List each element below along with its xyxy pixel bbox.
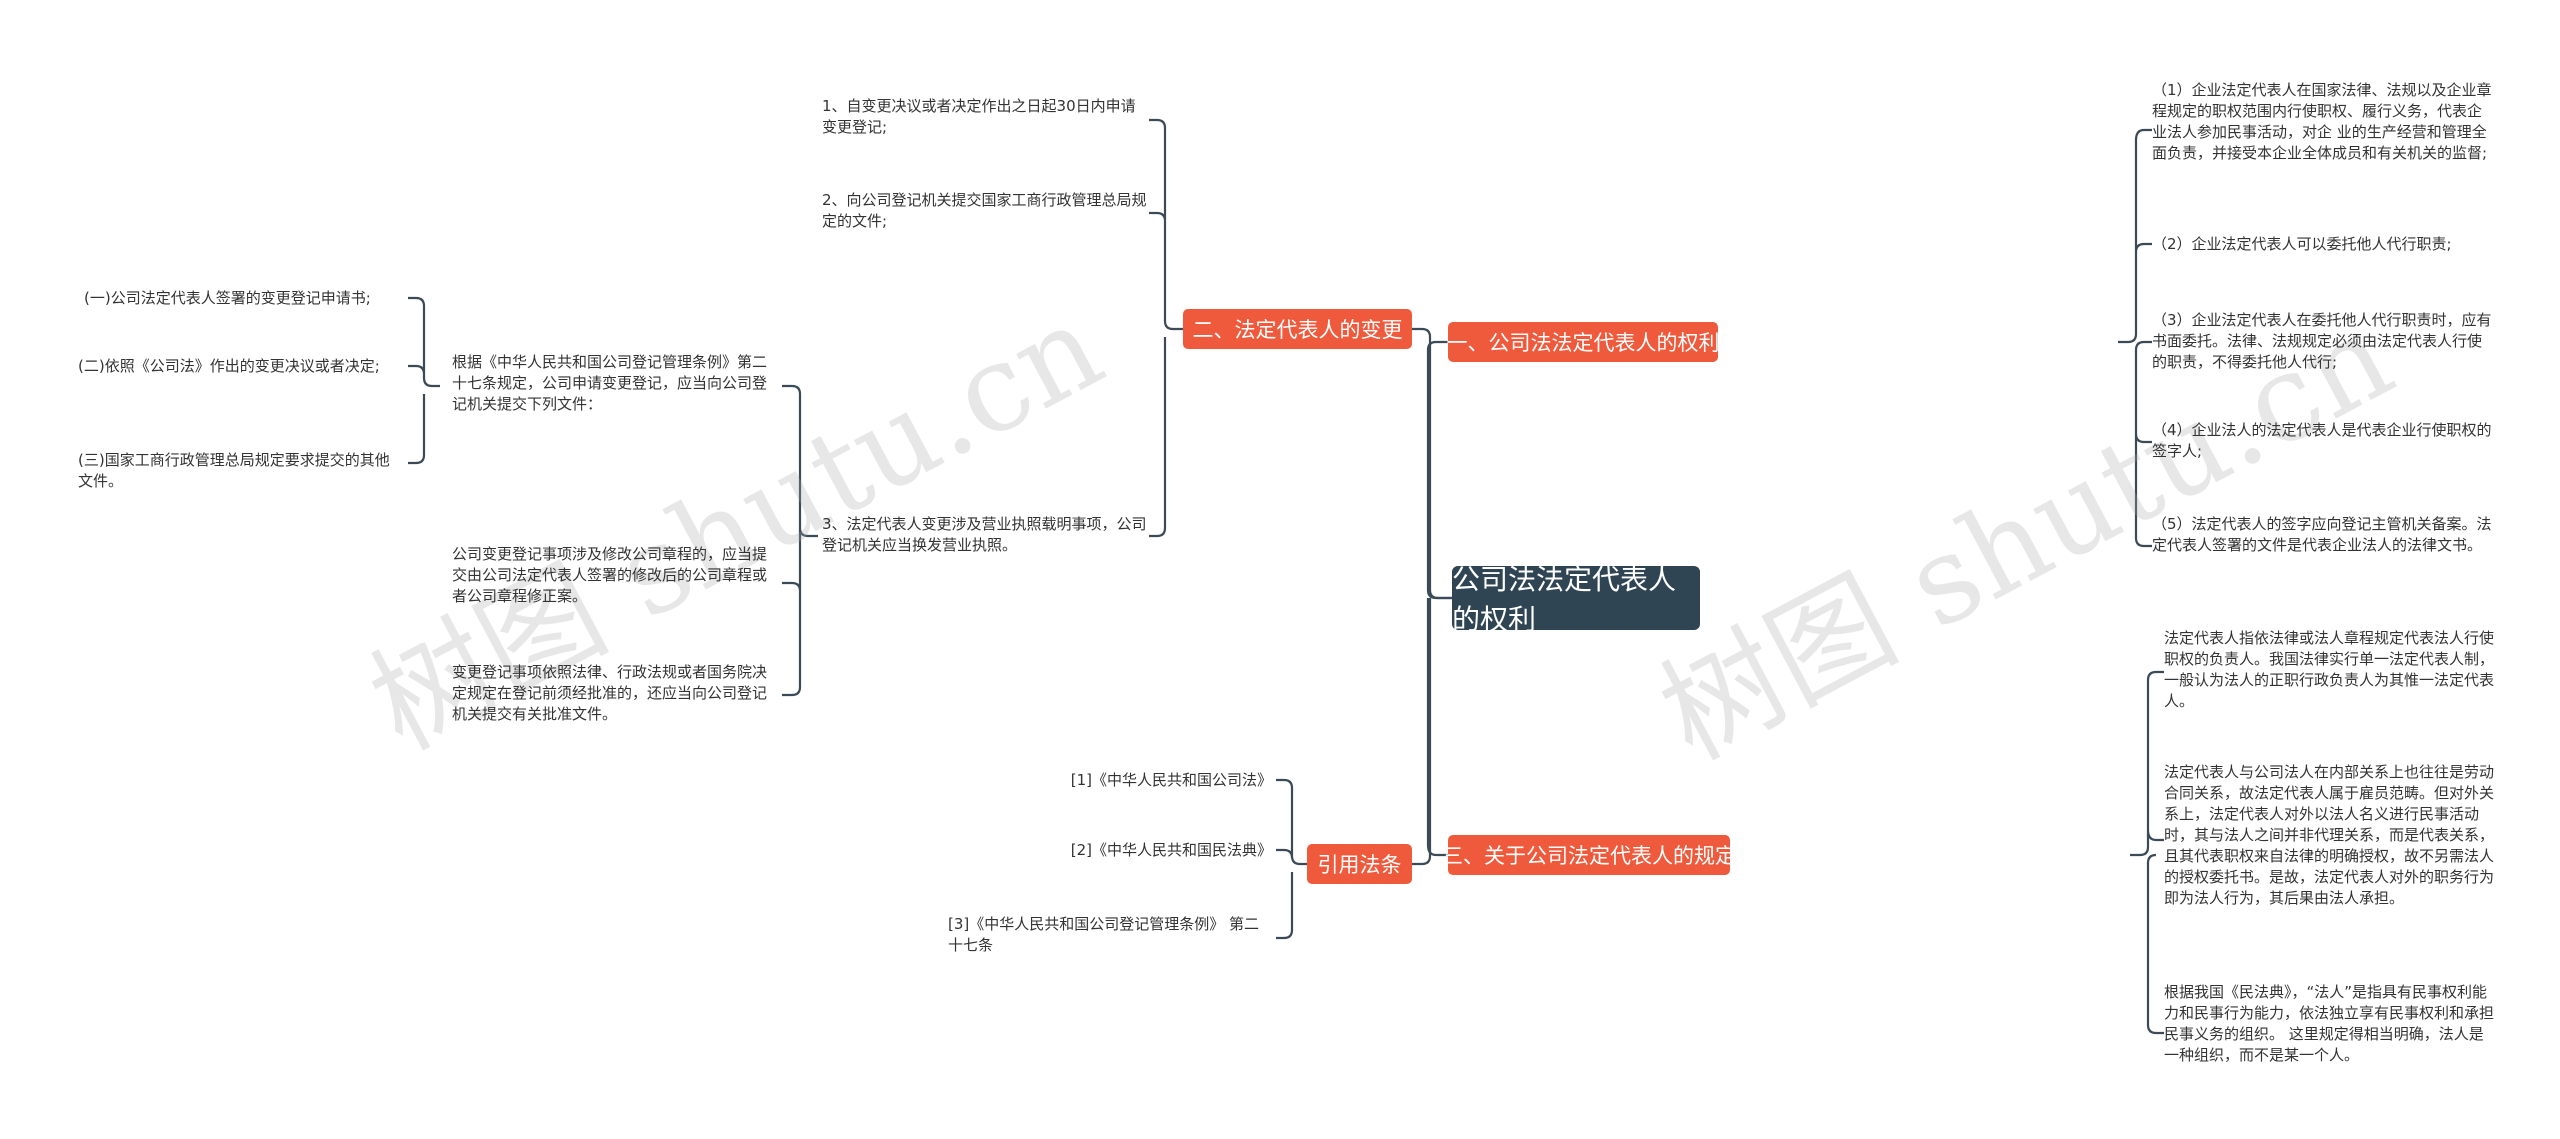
change-doc-3: (三)国家工商行政管理总局规定要求提交的其他文件。 — [78, 451, 390, 490]
branch-rules[interactable]: 三、关于公司法定代表人的规定 — [1442, 835, 1736, 875]
rules-item-1: 法定代表人指依法律或法人章程规定代表法人行使职权的负责人。我国法律实行单一法定代… — [2164, 629, 2495, 710]
branch-change[interactable]: 二、法定代表人的变更 — [1183, 309, 1412, 349]
change-doc-2: (二)依照《公司法》作出的变更决议或者决定; — [78, 357, 380, 375]
change-sub-b: 公司变更登记事项涉及修改公司章程的，应当提交由公司法定代表人签署的修改后的公司章… — [452, 545, 768, 605]
rights-item-4: （4）企业法人的法定代表人是代表企业行使职权的签字人; — [2152, 421, 2492, 460]
change-item-1: 1、自变更决议或者决定作出之日起30日内申请变更登记; — [822, 97, 1136, 136]
rights-item-1: （1）企业法定代表人在国家法律、法规以及企业章程规定的职权范围内行使职权、履行义… — [2152, 81, 2492, 162]
edge-rules-bracket — [2130, 670, 2164, 1035]
change-item-3: 3、法定代表人变更涉及营业执照载明事项，公司登记机关应当换发营业执照。 — [822, 515, 1147, 554]
ref-item-1: [1]《中华人民共和国公司法》 — [1070, 771, 1272, 789]
edge-doc-bracket — [408, 296, 440, 465]
edge-root-refs — [1412, 598, 1432, 866]
rights-item-2: （2）企业法定代表人可以委托他人代行职责; — [2152, 235, 2452, 253]
ref-item-3: [3]《中华人民共和国公司登记管理条例》 第二十七条 — [948, 915, 1260, 954]
edge-refs-bracket — [1276, 778, 1307, 940]
change-sub-c: 变更登记事项依照法律、行政法规或者国务院决定规定在登记前须经批准的，还应当向公司… — [452, 663, 768, 723]
rights-item-3: （3）企业法定代表人在委托他人代行职责时，应有书面委托。法律、法规规定必须由法定… — [2152, 311, 2492, 371]
branch-refs[interactable]: 引用法条 — [1307, 844, 1412, 884]
edge-rights-bracket — [2118, 128, 2152, 548]
change-doc-1: (一)公司法定代表人签署的变更登记申请书; — [84, 289, 371, 307]
rights-item-5: （5）法定代表人的签字应向登记主管机关备案。法定代表人签署的文件是代表企业法人的… — [2152, 515, 2492, 554]
edge-root-rights — [1426, 340, 1452, 600]
branch-rights[interactable]: 一、公司法法定代表人的权利 — [1447, 322, 1720, 362]
ref-item-2: [2]《中华人民共和国民法典》 — [1070, 841, 1272, 859]
edge-root-change — [1412, 327, 1452, 600]
change-item-2: 2、向公司登记机关提交国家工商行政管理总局规定的文件; — [822, 191, 1147, 230]
change-sub-a: 根据《中华人民共和国公司登记管理条例》第二十七条规定，公司申请变更登记，应当向公… — [452, 353, 768, 413]
rules-item-3: 根据我国《民法典》，“法人”是指具有民事权利能力和民事行为能力，依法独立享有民事… — [2164, 983, 2495, 1064]
edge-change-bracket — [1149, 118, 1183, 538]
root-topic[interactable]: 公司法法定代表人的权利 — [1452, 563, 1700, 636]
edge-item3-bracket — [782, 384, 818, 697]
rules-item-2: 法定代表人与公司法人在内部关系上也往往是劳动合同关系，故法定代表人属于雇员范畴。… — [2164, 763, 2495, 907]
